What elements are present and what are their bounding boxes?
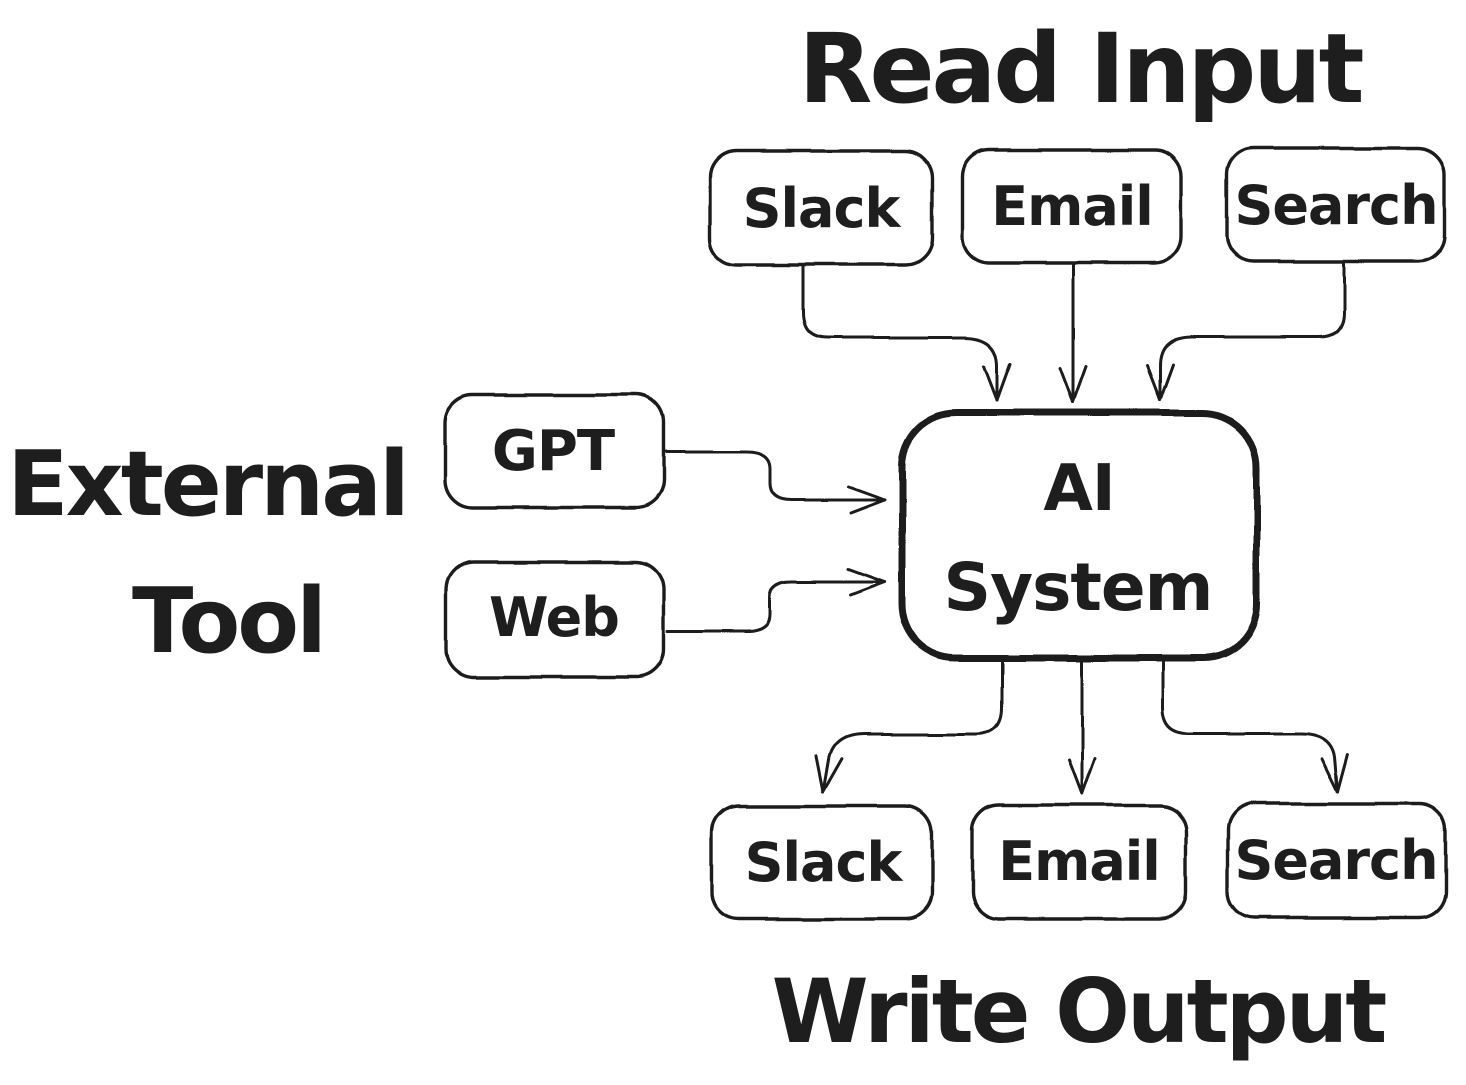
edge-input-search-to-ai bbox=[1145, 262, 1346, 402]
node-ai-system bbox=[898, 409, 1261, 662]
node-tool-web bbox=[444, 560, 665, 679]
title-external-line1: External bbox=[7, 432, 407, 537]
title-read-input: Read Input bbox=[799, 13, 1363, 125]
node-input-search bbox=[1225, 146, 1447, 264]
label-output-search: Search bbox=[1234, 829, 1437, 892]
label-tool-gpt: GPT bbox=[492, 419, 615, 484]
edge-input-slack-to-ai bbox=[801, 264, 1012, 402]
title-external-line2: Tool bbox=[132, 569, 324, 674]
node-output-email bbox=[970, 803, 1188, 921]
label-input-email: Email bbox=[991, 175, 1153, 238]
node-input-email bbox=[960, 148, 1184, 265]
node-output-search bbox=[1226, 802, 1448, 920]
label-ai-line1: AI bbox=[1043, 452, 1114, 526]
node-output-slack bbox=[710, 804, 934, 921]
node-tool-gpt bbox=[443, 393, 665, 510]
edge-gpt-to-ai bbox=[663, 450, 886, 515]
label-input-slack: Slack bbox=[743, 177, 902, 240]
label-output-slack: Slack bbox=[745, 831, 904, 894]
label-tool-web: Web bbox=[489, 586, 619, 649]
label-output-email: Email bbox=[998, 830, 1160, 893]
label-input-search: Search bbox=[1234, 174, 1437, 237]
title-write-output: Write Output bbox=[772, 960, 1387, 1063]
edge-ai-to-output-search bbox=[1161, 660, 1350, 794]
edge-ai-to-output-slack bbox=[814, 660, 1004, 794]
edge-web-to-ai bbox=[665, 567, 886, 633]
node-input-slack bbox=[708, 149, 934, 267]
label-ai-line2: System bbox=[944, 549, 1213, 626]
